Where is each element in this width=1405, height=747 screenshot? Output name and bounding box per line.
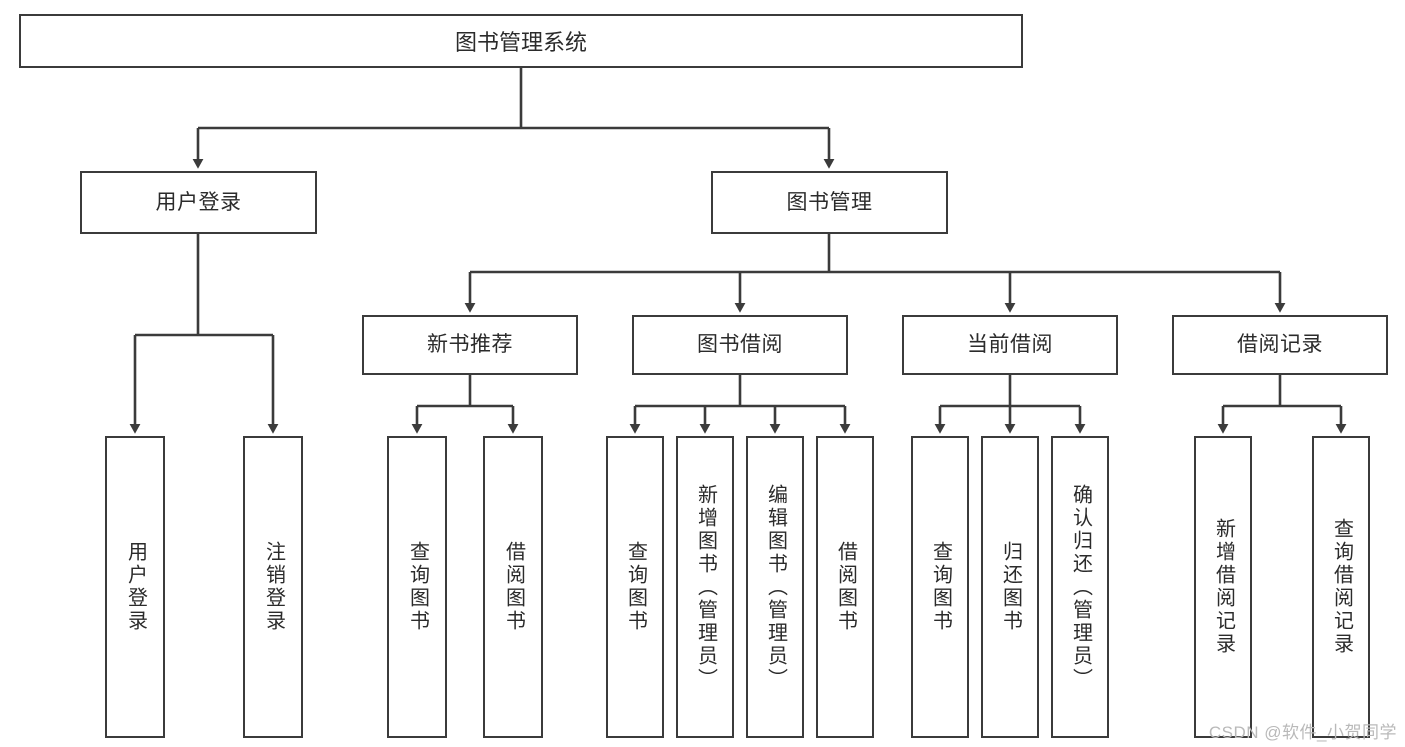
node-book-borrow[interactable]: 图书借阅: [632, 315, 848, 375]
leaf-book-borrow-3-label: 编辑图书（管理员）: [764, 483, 787, 691]
leaf-book-borrow-1[interactable]: 查询图书: [606, 436, 664, 738]
node-current-borrow[interactable]: 当前借阅: [902, 315, 1118, 375]
leaf-new-book-2-label: 借阅图书: [502, 541, 525, 633]
node-book-management[interactable]: 图书管理: [711, 171, 948, 234]
leaf-new-book-1[interactable]: 查询图书: [387, 436, 447, 738]
leaf-borrow-record-1-label: 新增借阅记录: [1212, 518, 1235, 656]
leaf-borrow-record-1[interactable]: 新增借阅记录: [1194, 436, 1252, 738]
node-user-login[interactable]: 用户登录: [80, 171, 317, 234]
leaf-current-borrow-1[interactable]: 查询图书: [911, 436, 969, 738]
node-book-borrow-label: 图书借阅: [697, 333, 783, 357]
node-root[interactable]: 图书管理系统: [19, 14, 1023, 68]
leaf-book-borrow-4-label: 借阅图书: [834, 541, 857, 633]
node-new-book-recommend[interactable]: 新书推荐: [362, 315, 578, 375]
node-book-management-label: 图书管理: [786, 190, 873, 214]
node-borrow-record[interactable]: 借阅记录: [1172, 315, 1388, 375]
leaf-book-borrow-1-label: 查询图书: [624, 541, 647, 633]
leaf-current-borrow-2-label: 归还图书: [999, 541, 1022, 633]
watermark-text: CSDN @软件_小贺同学: [1208, 723, 1397, 742]
leaf-current-borrow-2[interactable]: 归还图书: [981, 436, 1039, 738]
leaf-current-borrow-3-label: 确认归还（管理员）: [1069, 483, 1092, 691]
leaf-user-login-2-label: 注销登录: [262, 541, 285, 633]
leaf-new-book-2[interactable]: 借阅图书: [483, 436, 543, 738]
leaf-current-borrow-3[interactable]: 确认归还（管理员）: [1051, 436, 1109, 738]
leaf-current-borrow-1-label: 查询图书: [929, 541, 952, 633]
node-user-login-label: 用户登录: [155, 190, 242, 214]
node-current-borrow-label: 当前借阅: [967, 333, 1053, 357]
node-new-book-recommend-label: 新书推荐: [427, 333, 513, 357]
leaf-borrow-record-2[interactable]: 查询借阅记录: [1312, 436, 1370, 738]
leaf-book-borrow-4[interactable]: 借阅图书: [816, 436, 874, 738]
leaf-new-book-1-label: 查询图书: [406, 541, 429, 633]
node-root-label: 图书管理系统: [454, 30, 587, 55]
leaf-user-login-2[interactable]: 注销登录: [243, 436, 303, 738]
leaf-book-borrow-3[interactable]: 编辑图书（管理员）: [746, 436, 804, 738]
leaf-book-borrow-2-label: 新增图书（管理员）: [694, 483, 717, 691]
leaf-user-login-1[interactable]: 用户登录: [105, 436, 165, 738]
node-borrow-record-label: 借阅记录: [1237, 333, 1323, 357]
leaf-book-borrow-2[interactable]: 新增图书（管理员）: [676, 436, 734, 738]
leaf-user-login-1-label: 用户登录: [124, 541, 147, 633]
leaf-borrow-record-2-label: 查询借阅记录: [1330, 518, 1353, 656]
